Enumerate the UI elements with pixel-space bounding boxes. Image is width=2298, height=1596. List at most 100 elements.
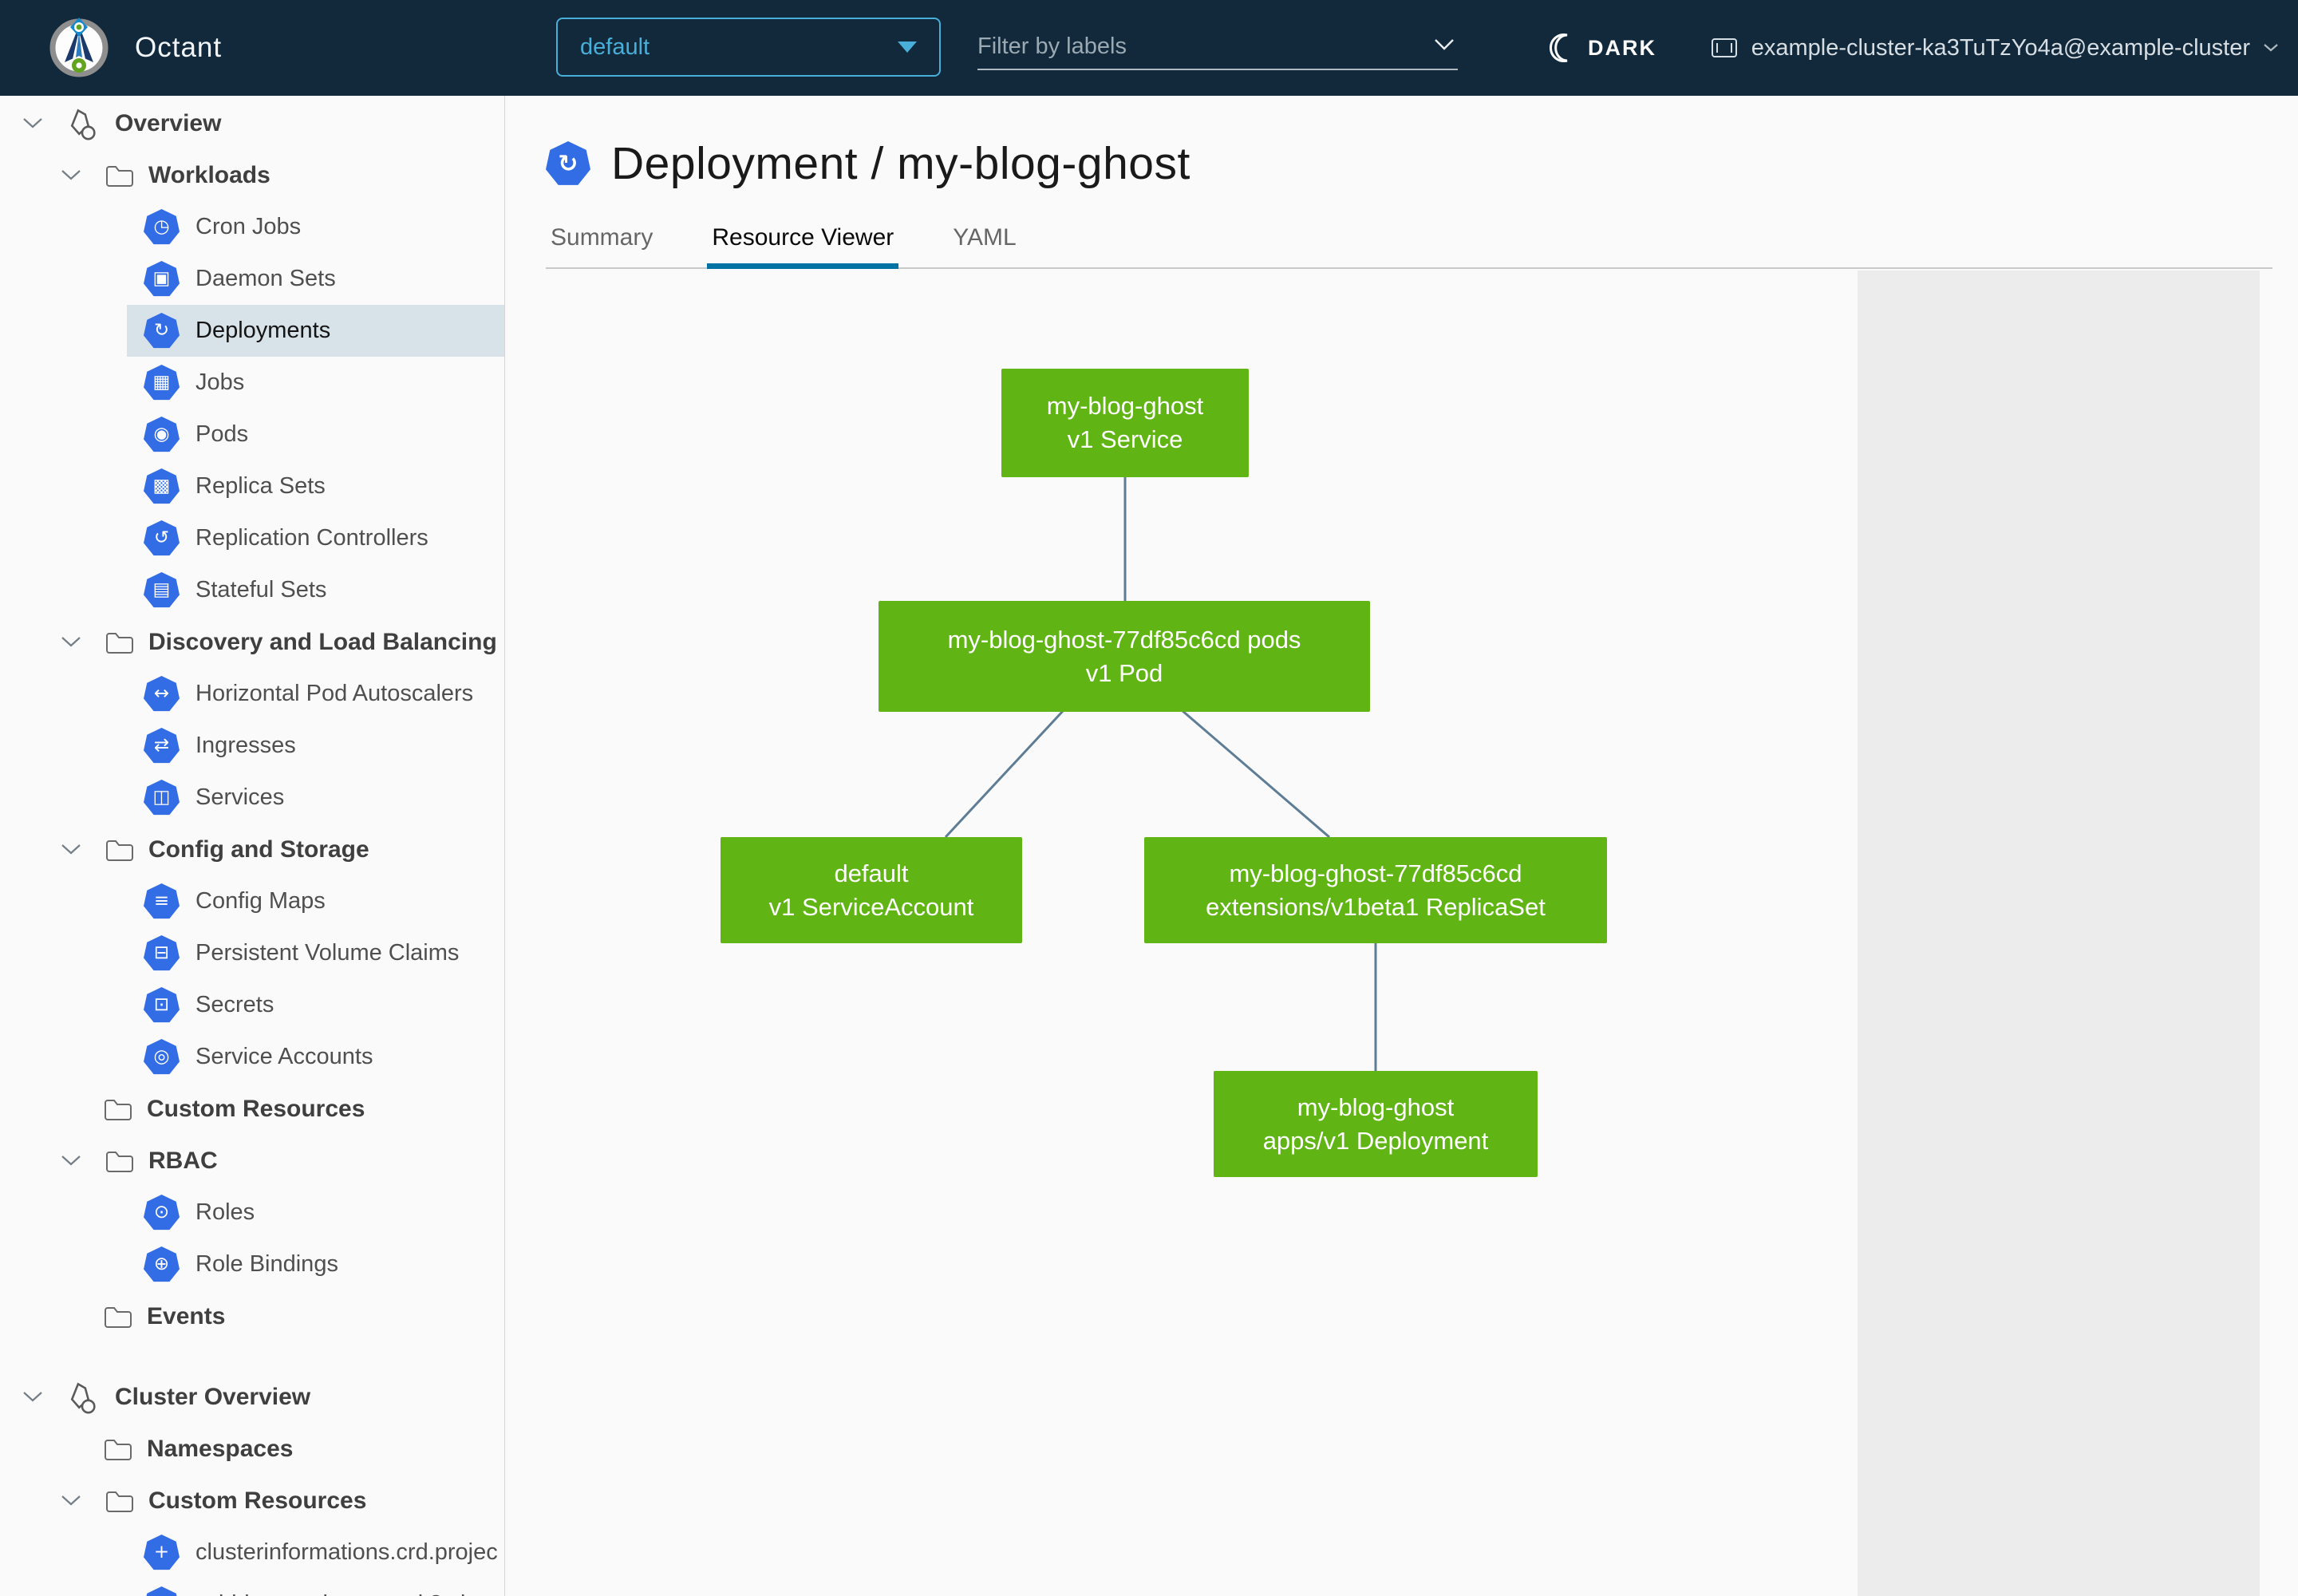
brand: Octant [44, 0, 222, 96]
node-kind: v1 Pod [1085, 658, 1163, 687]
sidebar-item-horizontal-pod-autoscalers[interactable]: ↔ Horizontal Pod Autoscalers [0, 668, 504, 720]
node-name: my-blog-ghost [1046, 392, 1204, 420]
sidebar-item-deployments[interactable]: ↻ Deployments [0, 305, 504, 357]
sidebar-item-label: Jobs [195, 369, 245, 395]
node-kind: v1 ServiceAccount [768, 892, 974, 921]
sidebar-item-stateful-sets[interactable]: ▤ Stateful Sets [0, 564, 504, 616]
sidebar-item-ingresses[interactable]: ⇄ Ingresses [0, 720, 504, 772]
sidebar-item-label: Custom Resources [147, 1095, 365, 1122]
right-side-panel [1858, 271, 2260, 1596]
folder-icon [106, 1151, 133, 1172]
chevron-down-icon [22, 117, 43, 128]
sidebar-item-replication-controllers[interactable]: ↺ Replication Controllers [0, 512, 504, 564]
chevron-down-icon [61, 169, 81, 180]
replicationcontrollers-icon: ↺ [144, 520, 180, 556]
folder-icon [105, 1306, 132, 1328]
sidebar-group-events[interactable]: Events [0, 1290, 504, 1342]
sidebar-item-label: Role Bindings [195, 1251, 338, 1277]
chevron-down-icon [61, 1155, 81, 1166]
daemonsets-icon: ▣ [144, 261, 180, 297]
app-header: Octant default DARK example-cluster-ka3T… [0, 0, 2298, 96]
sidebar-item-jobs[interactable]: ▦ Jobs [0, 357, 504, 409]
chevron-down-icon [61, 636, 81, 647]
sidebar-item-replica-sets[interactable]: ▩ Replica Sets [0, 460, 504, 512]
sidebar-group-workloads[interactable]: Workloads [0, 149, 504, 201]
sidebar-item-label: Events [147, 1302, 226, 1329]
statefulsets-icon: ▤ [144, 572, 180, 608]
sidebar-item-role-bindings[interactable]: ⊕ Role Bindings [0, 1238, 504, 1290]
sidebar-group-cluster-custom-resources[interactable]: Custom Resources [0, 1475, 504, 1527]
graph-node-deployment[interactable]: my-blog-ghost apps/v1 Deployment [1214, 1071, 1538, 1177]
configmaps-icon: ≡ [144, 883, 180, 919]
applications-icon [70, 109, 96, 140]
label-filter-input[interactable] [977, 24, 1458, 70]
sidebar-item-clusterinformations-crd[interactable]: + clusterinformations.crd.projec [0, 1527, 504, 1578]
sidebar-group-config-and-storage[interactable]: Config and Storage [0, 824, 504, 875]
jobs-icon: ▦ [144, 365, 180, 401]
hpa-icon: ↔ [144, 676, 180, 712]
pods-icon: ◉ [144, 417, 180, 452]
dark-mode-toggle[interactable]: DARK [1548, 0, 1656, 96]
chevron-down-icon [61, 1495, 81, 1506]
sidebar-item-overview[interactable]: Overview [0, 97, 504, 149]
cluster-context-selector[interactable]: example-cluster-ka3TuTzYo4a@example-clus… [1710, 0, 2279, 96]
tab-summary[interactable]: Summary [551, 224, 653, 251]
sidebar-item-persistent-volume-claims[interactable]: ⊟ Persistent Volume Claims [0, 927, 504, 979]
sidebar-item-daemon-sets[interactable]: ▣ Daemon Sets [0, 253, 504, 305]
applications-icon [70, 1382, 96, 1413]
graph-node-service[interactable]: my-blog-ghost v1 Service [1001, 369, 1249, 477]
sidebar-group-rbac[interactable]: RBAC [0, 1135, 504, 1187]
folder-icon [106, 632, 133, 654]
cronjobs-icon: ◷ [144, 209, 180, 245]
sidebar-nav: Overview Workloads ◷ Cron Jobs ▣ Daemon … [0, 96, 505, 1596]
label-filter [977, 24, 1458, 70]
folder-icon [106, 839, 133, 861]
folder-icon [106, 1491, 133, 1512]
tab-yaml[interactable]: YAML [953, 224, 1017, 251]
sidebar-item-cluster-overview[interactable]: Cluster Overview [0, 1371, 504, 1423]
chevron-down-icon [2264, 44, 2278, 52]
sidebar-item-label: Service Accounts [195, 1044, 373, 1069]
sidebar-group-namespaces[interactable]: Namespaces [0, 1423, 504, 1475]
sidebar-item-service-accounts[interactable]: ◎ Service Accounts [0, 1031, 504, 1083]
node-name: default [834, 859, 909, 887]
chevron-down-icon [61, 843, 81, 855]
sidebar-item-secrets[interactable]: ⊡ Secrets [0, 979, 504, 1031]
node-kind: v1 Service [1067, 425, 1183, 453]
sidebar-item-csidrivers-crd[interactable]: + csidrivers.csi.storage.k8s.io [0, 1578, 504, 1596]
node-name: my-blog-ghost-77df85c6cd pods [947, 625, 1301, 654]
cluster-icon [1711, 38, 1737, 57]
graph-node-serviceaccount[interactable]: default v1 ServiceAccount [721, 837, 1022, 943]
sidebar-item-label: Daemon Sets [195, 266, 336, 291]
sidebar-item-config-maps[interactable]: ≡ Config Maps [0, 875, 504, 927]
sidebar-item-services[interactable]: ◫ Services [0, 772, 504, 824]
sidebar-item-roles[interactable]: ⊙ Roles [0, 1187, 504, 1238]
replicasets-icon: ▩ [144, 468, 180, 504]
cluster-context-label: example-cluster-ka3TuTzYo4a@example-clus… [1751, 34, 2250, 61]
sidebar-item-label: Services [195, 784, 285, 810]
sidebar-item-label: RBAC [148, 1147, 218, 1174]
deployments-icon: ↻ [144, 313, 180, 349]
chevron-down-icon[interactable] [1434, 38, 1455, 51]
serviceaccounts-icon: ◎ [144, 1039, 180, 1075]
crd-icon: + [144, 1586, 180, 1596]
sidebar-item-label: Config and Storage [148, 836, 369, 863]
sidebar-item-label: Deployments [195, 318, 331, 343]
sidebar-group-custom-resources[interactable]: Custom Resources [0, 1083, 504, 1135]
sidebar-item-cron-jobs[interactable]: ◷ Cron Jobs [0, 201, 504, 253]
sidebar-item-label: Workloads [148, 161, 270, 188]
sidebar-item-label: Discovery and Load Balancing [148, 628, 497, 655]
graph-node-pod[interactable]: my-blog-ghost-77df85c6cd pods v1 Pod [879, 601, 1370, 712]
resource-viewer-canvas: my-blog-ghost v1 Service my-blog-ghost-7… [505, 269, 2298, 1596]
caret-down-icon [898, 41, 917, 53]
services-icon: ◫ [144, 780, 180, 816]
sidebar-item-pods[interactable]: ◉ Pods [0, 409, 504, 460]
sidebar-item-label: Stateful Sets [195, 577, 327, 602]
sidebar-group-discovery-load-balancing[interactable]: Discovery and Load Balancing [0, 616, 504, 668]
namespace-select[interactable]: default [556, 18, 941, 77]
tab-resource-viewer[interactable]: Resource Viewer [707, 224, 899, 269]
rolebindings-icon: ⊕ [144, 1246, 180, 1282]
sidebar-item-label: Pods [195, 421, 249, 447]
sidebar-item-label: Cron Jobs [195, 214, 302, 239]
graph-node-replicaset[interactable]: my-blog-ghost-77df85c6cd extensions/v1be… [1144, 837, 1607, 943]
